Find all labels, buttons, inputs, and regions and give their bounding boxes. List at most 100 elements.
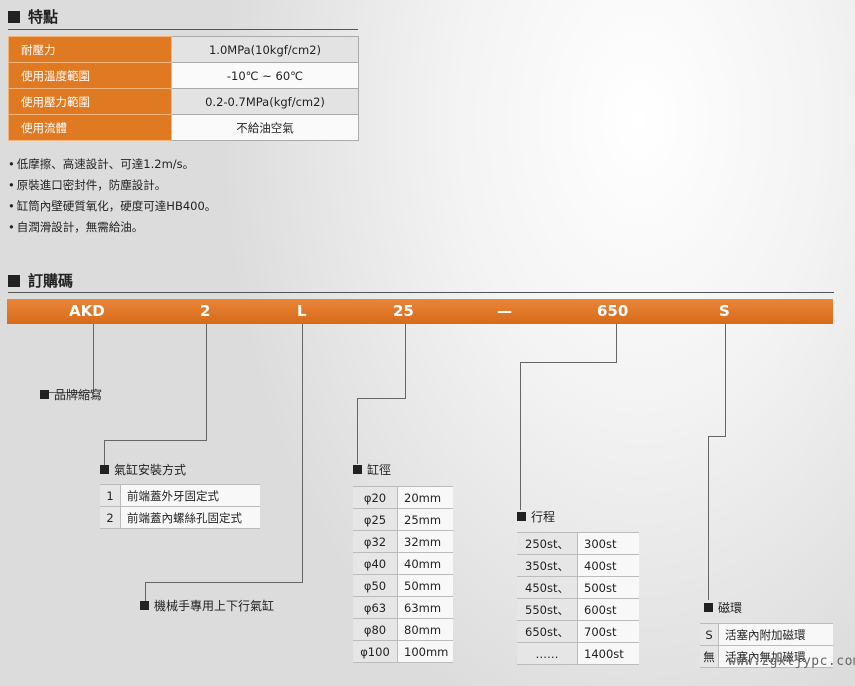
heading-square-icon <box>8 10 20 23</box>
option-desc: 活塞內附加磁環 <box>718 623 833 646</box>
option-code: φ63 <box>353 596 398 619</box>
option-desc: 700st <box>577 620 639 643</box>
option-desc: 300st <box>577 532 639 555</box>
feature-bullets: 低摩擦、高速設計、可達1.2m/s。 原裝進口密封件，防塵設計。 缸筒內壁硬質氧… <box>8 154 217 238</box>
order-divider <box>8 292 834 293</box>
code-magnet: S <box>719 302 730 320</box>
option-desc: 25mm <box>397 508 453 531</box>
feature-value: 不給油空氣 <box>171 114 359 141</box>
option-desc: 400st <box>577 554 639 577</box>
bullet-square-icon <box>140 601 149 610</box>
watermark: www.zgxljypc.com <box>728 654 855 669</box>
table-row: 1 前端蓋外牙固定式 <box>100 484 260 507</box>
option-desc: 前端蓋外牙固定式 <box>120 484 260 507</box>
option-desc: 80mm <box>397 618 453 641</box>
code-type: L <box>297 302 307 320</box>
bore-title: 缸徑 <box>367 463 392 477</box>
table-row: 2 前端蓋內螺絲孔固定式 <box>100 506 260 529</box>
option-desc: 500st <box>577 576 639 599</box>
option-desc: 前端蓋內螺絲孔固定式 <box>120 506 260 529</box>
connector-line <box>104 440 105 466</box>
connector-line <box>93 324 94 392</box>
code-bore: 25 <box>393 302 414 320</box>
option-code: 550st、 <box>517 598 578 621</box>
connector-line <box>206 324 207 440</box>
bullet-square-icon <box>517 512 526 521</box>
table-row: ……1400st <box>517 642 639 665</box>
stroke-table: 250st、300st 350st、400st 450st、500st 550s… <box>517 532 639 665</box>
option-desc: 600st <box>577 598 639 621</box>
heading-square-icon <box>8 274 20 287</box>
table-row: 650st、700st <box>517 620 639 643</box>
connector-line <box>145 582 146 602</box>
table-row: 使用流體 不給油空氣 <box>8 114 359 141</box>
table-row: 使用溫度範圍 -10℃ ~ 60℃ <box>8 62 359 89</box>
order-code-bar: AKD 2 L 25 — 650 S <box>7 299 833 324</box>
option-code: …… <box>517 642 578 665</box>
mount-title: 氣缸安裝方式 <box>114 463 187 477</box>
list-item: 原裝進口密封件，防塵設計。 <box>8 175 216 196</box>
feature-value: -10℃ ~ 60℃ <box>171 62 359 89</box>
bullet-square-icon <box>704 603 713 612</box>
features-heading: 特點 <box>8 6 58 27</box>
option-desc: 20mm <box>397 486 453 509</box>
option-code: S <box>700 623 719 646</box>
option-code: φ40 <box>353 552 398 575</box>
table-row: 250st、300st <box>517 532 639 555</box>
connector-line <box>145 582 303 583</box>
bore-label: 缸徑 <box>353 461 391 478</box>
type-title: 機械手專用上下行氣缸 <box>154 599 275 613</box>
order-heading: 訂購碼 <box>8 270 73 291</box>
option-code: 1 <box>100 484 121 507</box>
option-desc: 32mm <box>397 530 453 553</box>
table-row: 使用壓力範圍 0.2-0.7MPa(kgf/cm2) <box>8 88 359 115</box>
option-code: 250st、 <box>517 532 578 555</box>
option-desc: 1400st <box>577 642 639 665</box>
type-label: 機械手專用上下行氣缸 <box>140 597 274 614</box>
option-code: 650st、 <box>517 620 578 643</box>
option-desc: 40mm <box>397 552 453 575</box>
option-code: 350st、 <box>517 554 578 577</box>
magnet-title: 磁環 <box>718 601 743 615</box>
table-row: 耐壓力 1.0MPa(10kgf/cm2) <box>8 36 359 63</box>
table-row: 450st、500st <box>517 576 639 599</box>
brand-label: 品牌縮寫 <box>40 386 102 403</box>
stroke-label: 行程 <box>517 508 555 525</box>
option-code: φ32 <box>353 530 398 553</box>
bullet-square-icon <box>353 465 362 474</box>
code-stroke: 650 <box>597 302 629 320</box>
code-brand: AKD <box>69 302 105 320</box>
table-row: 350st、400st <box>517 554 639 577</box>
order-title: 訂購碼 <box>28 272 74 290</box>
connector-line <box>616 324 617 362</box>
connector-line <box>302 324 303 582</box>
option-code: φ50 <box>353 574 398 597</box>
connector-line <box>708 436 726 437</box>
option-code: 450st、 <box>517 576 578 599</box>
option-desc: 50mm <box>397 574 453 597</box>
feature-label: 耐壓力 <box>8 36 172 63</box>
option-code: φ20 <box>353 486 398 509</box>
magnet-label: 磁環 <box>704 599 742 616</box>
connector-line <box>520 362 617 363</box>
connector-line <box>104 440 207 441</box>
features-divider <box>8 29 358 30</box>
connector-line <box>520 362 521 510</box>
option-code: 無 <box>700 645 719 668</box>
code-mount: 2 <box>200 302 211 320</box>
features-table: 耐壓力 1.0MPa(10kgf/cm2) 使用溫度範圍 -10℃ ~ 60℃ … <box>8 36 359 141</box>
connector-line <box>405 324 406 398</box>
mount-label: 氣缸安裝方式 <box>100 461 186 478</box>
option-desc: 63mm <box>397 596 453 619</box>
bullet-square-icon <box>100 465 109 474</box>
connector-line <box>725 324 726 436</box>
feature-value: 1.0MPa(10kgf/cm2) <box>171 36 359 63</box>
